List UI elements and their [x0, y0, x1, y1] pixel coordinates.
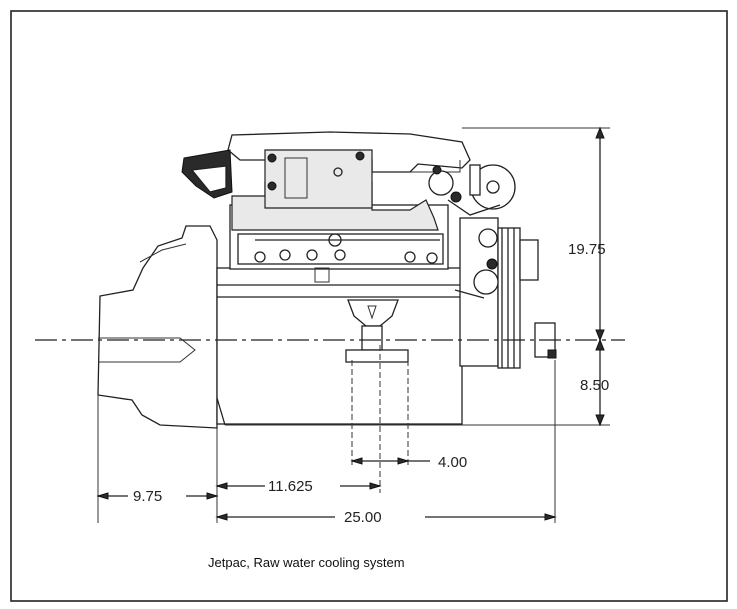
dim-label-offset-mid: 11.625 — [268, 478, 313, 495]
frame-border — [10, 10, 728, 602]
dimension-height — [595, 126, 605, 427]
dimension-horizontals — [96, 457, 557, 521]
dim-label-height-upper: 19.75 — [568, 241, 606, 258]
dim-label-width-small: 4.00 — [438, 454, 467, 471]
dim-label-height-lower: 8.50 — [580, 377, 609, 394]
front-accessories — [428, 164, 557, 369]
dim-label-offset-left: 9.75 — [133, 488, 162, 505]
dim-label-overall-width: 25.00 — [344, 509, 382, 526]
head-bolts — [254, 233, 438, 283]
engine-outline — [97, 131, 471, 429]
extension-lines — [97, 127, 610, 523]
figure-caption: Jetpac, Raw water cooling system — [208, 555, 405, 570]
